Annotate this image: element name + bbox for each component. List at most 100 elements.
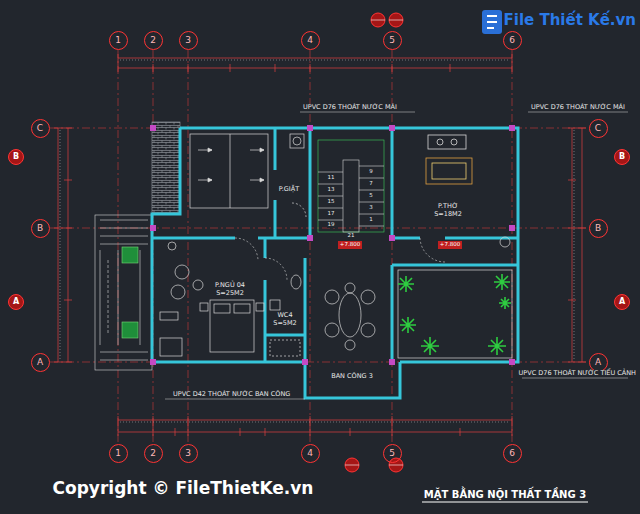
leader-line (300, 112, 628, 113)
balcony-stair (108, 260, 109, 335)
wall (152, 128, 518, 398)
brick-hatch (152, 122, 180, 214)
dimension-line (54, 54, 586, 436)
stair-number: 1 (368, 217, 374, 223)
column (389, 235, 395, 241)
palm-symbol (499, 297, 511, 309)
grid-bubble: 1 (109, 31, 128, 50)
balcony-stair (100, 250, 140, 345)
palm-symbol (421, 337, 439, 355)
stair-number: 3 (368, 205, 374, 211)
balcony-stair (100, 220, 148, 360)
grid-label: 5 (389, 449, 395, 458)
palm-symbol (499, 297, 511, 309)
grid-bubble: B (31, 219, 50, 238)
room-name: P.GIẶT (278, 186, 300, 193)
column (389, 125, 395, 131)
stair-number: 9 (368, 169, 374, 175)
stair-number: 7 (368, 181, 374, 187)
bedroom-furniture (160, 338, 182, 356)
column (150, 125, 156, 131)
grid-label: 3 (185, 36, 191, 45)
bedroom-furniture (160, 265, 264, 356)
wall (152, 128, 518, 362)
bedroom-furniture (214, 304, 230, 313)
plant-symbol (122, 247, 138, 263)
grid-bubble: B (589, 219, 608, 238)
grid-label: 4 (307, 36, 313, 45)
grid-bubble: 6 (503, 31, 522, 50)
palm-symbol (398, 276, 414, 292)
living-furniture (361, 290, 375, 304)
grid-label: A (595, 358, 601, 367)
toilet-fixture (270, 340, 300, 356)
toilet-fixture (270, 300, 280, 310)
grid-bubble: 4 (301, 31, 320, 50)
stair (318, 140, 384, 232)
garden-border (398, 270, 512, 358)
leader-line (165, 378, 628, 399)
room-name: WC4 (276, 312, 293, 319)
grid-label: B (595, 224, 601, 233)
grid-label: B (13, 153, 19, 161)
stair (359, 166, 384, 226)
grid-bubble: 6 (503, 444, 522, 463)
grid-label: A (13, 298, 19, 306)
door-swing (235, 238, 258, 260)
grid-bubble: 1 (109, 444, 128, 463)
watermark-logo: File Thiết Kế.vn (503, 13, 638, 29)
grid-bubble: 4 (301, 444, 320, 463)
room-fixture (230, 134, 231, 208)
wall (274, 128, 277, 238)
stair (343, 160, 359, 232)
column (509, 359, 515, 365)
laundry-fixture (290, 134, 306, 217)
laundry-fixture (293, 137, 301, 145)
column (307, 235, 313, 241)
living-furniture (361, 323, 375, 337)
palm-symbol (488, 337, 506, 355)
grid-label: A (37, 358, 43, 367)
corner-fixture (168, 242, 176, 250)
altar-furniture (451, 139, 457, 145)
grid-line (50, 50, 588, 444)
level-tag: +7.800 (439, 242, 461, 248)
stair-number: 21 (347, 233, 356, 239)
room-area: S=25M2 (215, 290, 245, 297)
grid-bubble: 5 (383, 444, 402, 463)
bedroom-furniture (175, 265, 189, 279)
grid-label: 5 (389, 36, 395, 45)
grid-line (118, 50, 512, 444)
grid-line (50, 128, 588, 362)
title-underline (422, 502, 588, 503)
room-fixture (198, 150, 264, 180)
level-tag (338, 241, 462, 249)
altar-furniture (437, 139, 443, 145)
living-furniture (345, 283, 355, 293)
grid-bubble: A (31, 353, 50, 372)
leader-line (165, 112, 628, 399)
column (150, 359, 156, 365)
stair-number: 5 (368, 193, 374, 199)
column (150, 225, 156, 231)
wall (265, 334, 305, 337)
bedroom-furniture (160, 312, 178, 320)
column (150, 125, 515, 365)
door-swing (265, 258, 287, 280)
bedroom-furniture (171, 285, 185, 299)
palm-symbol (400, 317, 416, 333)
dimension-line (54, 128, 586, 362)
wall (310, 128, 392, 238)
section-marker: A (614, 294, 630, 310)
plant-symbol (122, 322, 138, 338)
door-swing (235, 238, 445, 280)
grid-label: 6 (509, 36, 515, 45)
grid-label: 6 (509, 449, 515, 458)
bedroom-furniture (256, 303, 264, 311)
dimension-tick (60, 60, 574, 422)
balcony-stair (95, 215, 152, 370)
column (509, 225, 515, 231)
room-name: P.THỜ (437, 203, 459, 210)
column (307, 125, 313, 131)
room-fixture (190, 134, 268, 208)
